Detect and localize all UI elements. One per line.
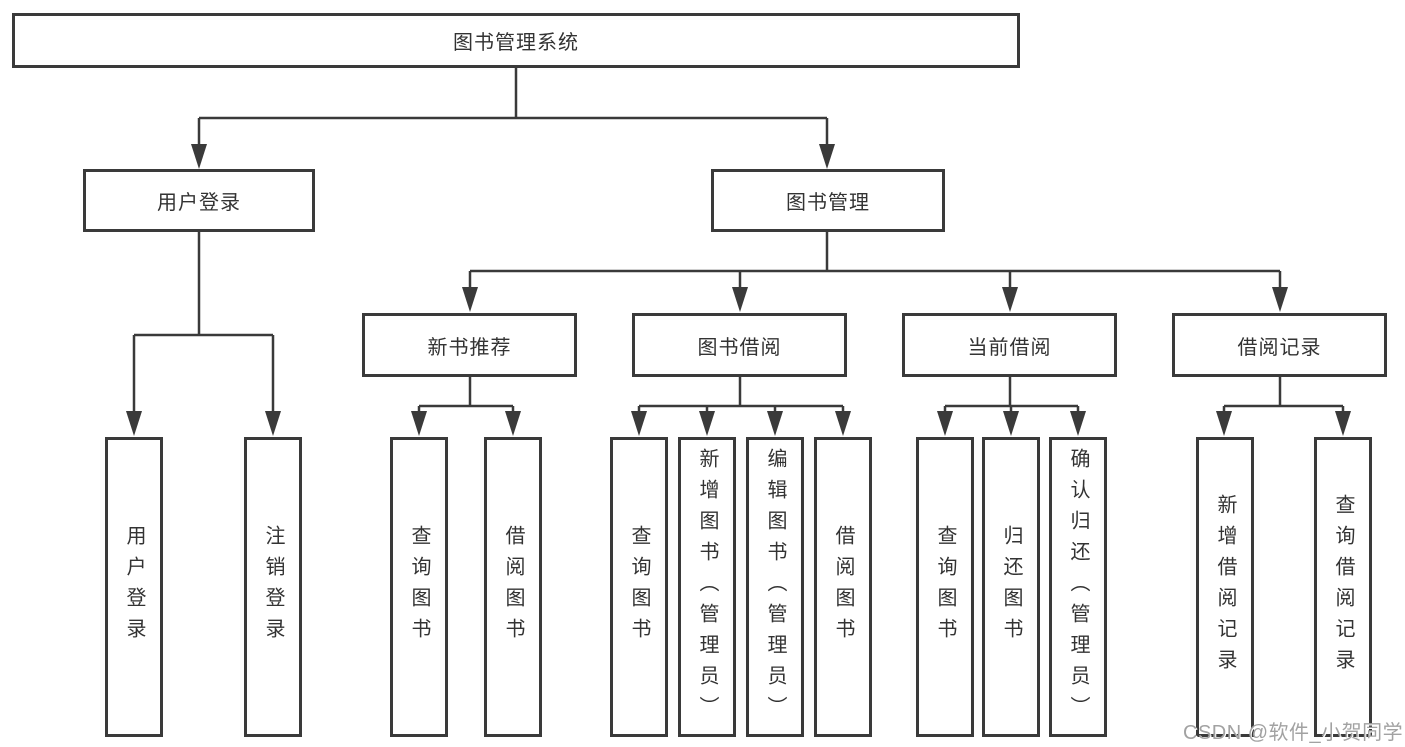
node-label: 借阅记录 xyxy=(1237,336,1322,359)
node-label: 借阅图书 xyxy=(832,525,854,649)
arrowhead-cb-return xyxy=(1003,411,1019,436)
node-label: 当前借阅 xyxy=(967,336,1052,359)
node-label: 借阅图书 xyxy=(502,525,524,649)
node-label: 图书借阅 xyxy=(697,336,782,359)
leaf-bb-edit-books-admin: 编辑图书（管理员） xyxy=(746,437,804,737)
arrowhead-book-management xyxy=(819,144,835,169)
arrowhead-leaf-user-login xyxy=(126,411,142,436)
node-label: 查询借阅记录 xyxy=(1332,494,1354,680)
arrowhead-br-query xyxy=(1335,411,1351,436)
node-label: 新增图书（管理员） xyxy=(696,447,718,727)
node-book-borrow: 图书借阅 xyxy=(632,313,847,377)
arrowhead-nb-borrow xyxy=(505,411,521,436)
node-current-borrow: 当前借阅 xyxy=(902,313,1117,377)
arrowhead-current-borrow xyxy=(1002,287,1018,312)
leaf-user-login: 用户登录 xyxy=(105,437,163,737)
node-user-login: 用户登录 xyxy=(83,169,315,232)
arrowhead-leaf-logout xyxy=(265,411,281,436)
node-label: 确认归还（管理员） xyxy=(1067,447,1089,727)
arrowhead-bb-borrow xyxy=(835,411,851,436)
node-label: 图书管理系统 xyxy=(453,32,579,54)
leaf-cb-query-books: 查询图书 xyxy=(916,437,974,737)
csdn-watermark: CSDN @软件_小贺同学 xyxy=(1183,722,1404,744)
node-label: 用户登录 xyxy=(123,525,145,649)
node-label: 查询图书 xyxy=(934,525,956,649)
connector-borrow-record-to-leaves xyxy=(1222,377,1345,414)
node-label: 注销登录 xyxy=(262,525,284,649)
arrowhead-bb-add xyxy=(699,411,715,436)
arrowhead-borrow-record xyxy=(1272,287,1288,312)
node-borrow-record: 借阅记录 xyxy=(1172,313,1387,377)
node-new-book-recommend: 新书推荐 xyxy=(362,313,577,377)
arrowhead-bb-edit xyxy=(767,411,783,436)
arrowhead-cb-confirm xyxy=(1070,411,1086,436)
leaf-bb-borrow-books: 借阅图书 xyxy=(814,437,872,737)
node-label: 图书管理 xyxy=(786,192,870,214)
leaf-cb-return-books: 归还图书 xyxy=(982,437,1040,737)
connector-new-book-to-leaves xyxy=(417,377,515,414)
leaf-nb-query-books: 查询图书 xyxy=(390,437,448,737)
leaf-nb-borrow-books: 借阅图书 xyxy=(484,437,542,737)
connector-book-borrow-to-leaves xyxy=(637,377,845,414)
node-label: 查询图书 xyxy=(628,525,650,649)
node-label: 归还图书 xyxy=(1000,525,1022,649)
arrowhead-bb-query xyxy=(631,411,647,436)
leaf-cb-confirm-return-admin: 确认归还（管理员） xyxy=(1049,437,1107,737)
arrowhead-br-add xyxy=(1216,411,1232,436)
leaf-bb-query-books: 查询图书 xyxy=(610,437,668,737)
arrowhead-nb-query xyxy=(411,411,427,436)
connector-root-to-level2 xyxy=(197,68,829,148)
arrowhead-cb-query xyxy=(937,411,953,436)
leaf-br-query-record: 查询借阅记录 xyxy=(1314,437,1372,737)
arrowhead-user-login xyxy=(191,144,207,169)
leaf-logout: 注销登录 xyxy=(244,437,302,737)
node-label: 新书推荐 xyxy=(427,336,512,359)
leaf-br-add-record: 新增借阅记录 xyxy=(1196,437,1254,737)
arrowhead-book-borrow xyxy=(732,287,748,312)
node-label: 用户登录 xyxy=(157,192,241,214)
node-label: 新增借阅记录 xyxy=(1214,494,1236,680)
node-book-management: 图书管理 xyxy=(711,169,945,232)
node-label: 查询图书 xyxy=(408,525,430,649)
leaf-bb-add-books-admin: 新增图书（管理员） xyxy=(678,437,736,737)
node-library-management-system: 图书管理系统 xyxy=(12,13,1020,68)
connector-book-management-to-level3 xyxy=(468,232,1282,290)
arrowhead-new-book xyxy=(462,287,478,312)
connector-user-login-to-leaves xyxy=(132,232,275,414)
node-label: 编辑图书（管理员） xyxy=(764,447,786,727)
connector-current-borrow-to-leaves xyxy=(943,377,1080,414)
